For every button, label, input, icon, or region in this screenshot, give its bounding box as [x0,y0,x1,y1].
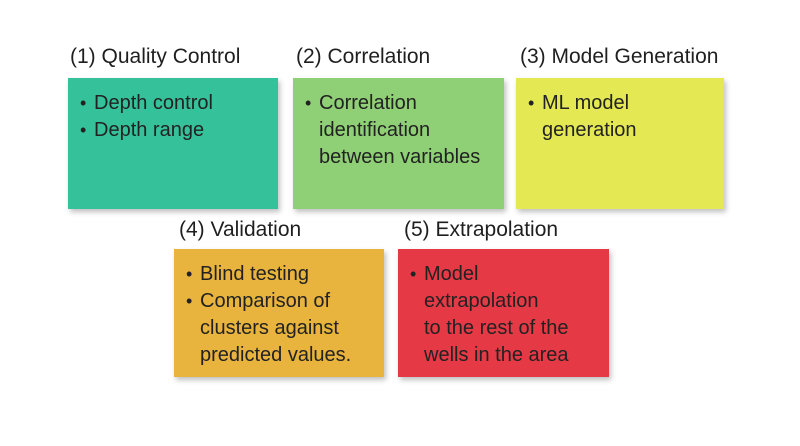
bullet-item: Depth range [80,117,213,144]
step-box: Depth control Depth range [68,78,278,209]
step-title: (5) Extrapolation [404,218,559,241]
bullet-item: Depth control [80,90,213,117]
step-title: (1) Quality Control [70,45,241,68]
bullet-list: Blind testing Comparison of clusters aga… [186,261,351,369]
step-box: Correlation identification between varia… [293,78,504,209]
bullet-list: ML model generation [528,90,637,144]
step-box: ML model generation [516,78,724,209]
bullet-list: Depth control Depth range [80,90,213,144]
bullet-list: Correlation identification between varia… [305,90,480,171]
bullet-item: Model extrapolation to the rest of the w… [410,261,569,369]
step-box: Blind testing Comparison of clusters aga… [174,249,384,377]
step-box: Model extrapolation to the rest of the w… [398,249,609,377]
bullet-item: Correlation identification between varia… [305,90,480,171]
step-title: (2) Correlation [296,45,431,68]
bullet-item: Comparison of clusters against predicted… [186,288,351,369]
step-title: (3) Model Generation [520,45,719,68]
bullet-list: Model extrapolation to the rest of the w… [410,261,569,369]
step-title: (4) Validation [179,218,302,241]
bullet-item: Blind testing [186,261,351,288]
bullet-item: ML model generation [528,90,637,144]
